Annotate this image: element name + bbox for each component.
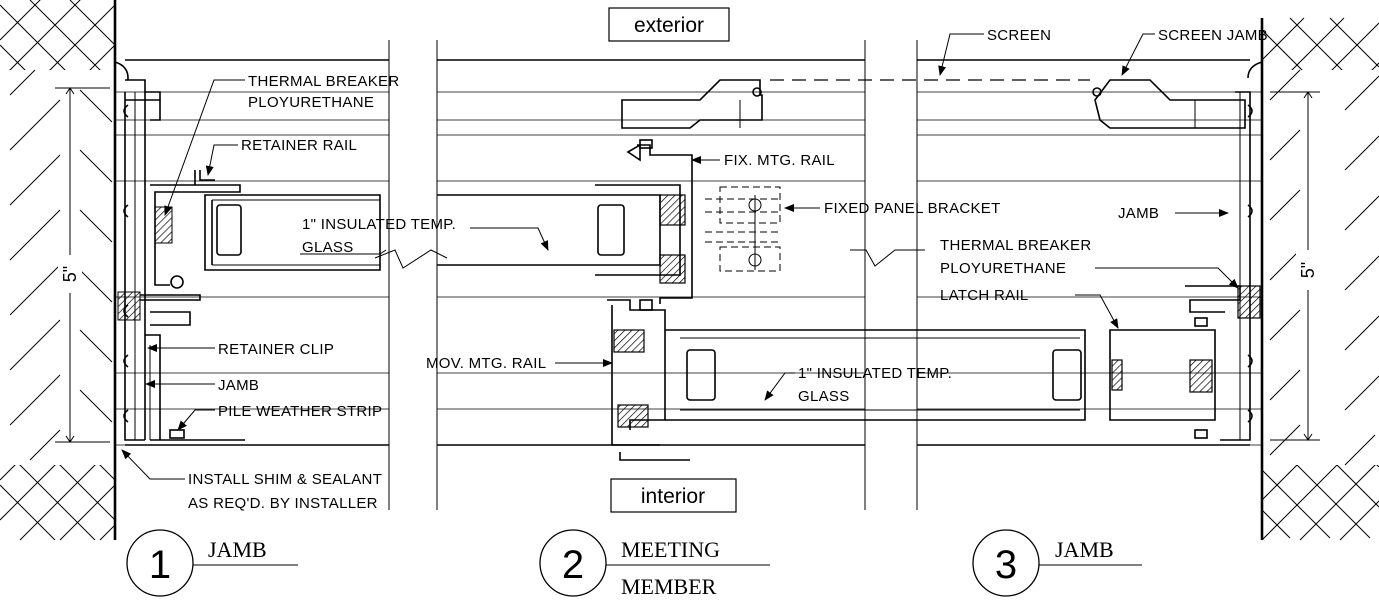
glass-right-label: 1" INSULATED TEMP. (798, 365, 952, 382)
left-wall-hatch-band (9, 69, 113, 461)
screen-jamb-label: SCREEN JAMB (1158, 27, 1268, 44)
jamb-right-label: JAMB (1118, 205, 1159, 222)
callout-1-number: 1 (149, 543, 171, 587)
callout-3: 3 JAMB (972, 529, 1142, 597)
callout-2-title: MEETING (621, 537, 720, 562)
frame-guide-lines (114, 59, 1263, 446)
callout-1-title: JAMB (208, 537, 267, 562)
glass-left-label: 1" INSULATED TEMP. (302, 216, 456, 233)
thermal-breaker-left-label: THERMAL BREAKER (248, 73, 399, 90)
detail-1-jamb (117, 79, 381, 441)
thermal-breaker-right-sublabel: PLOYURETHANE (940, 260, 1066, 277)
fix-mtg-rail-label: FIX. MTG. RAIL (724, 152, 835, 169)
exterior-text: exterior (634, 14, 704, 37)
exterior-label: exterior (608, 7, 730, 42)
right-wall (1260, 17, 1379, 541)
dimension-left: 5" (55, 87, 110, 443)
fixed-panel-bracket-label: FIXED PANEL BRACKET (824, 200, 1001, 217)
dimension-left-text: 5" (60, 266, 80, 282)
pile-weather-strip-label: PILE WEATHER STRIP (218, 403, 382, 420)
callout-1: 1 JAMB (126, 529, 298, 597)
retainer-rail-label: RETAINER RAIL (241, 137, 357, 154)
interior-text: interior (641, 485, 705, 508)
interior-label: interior (610, 478, 737, 513)
mov-mtg-rail-label: MOV. MTG. RAIL (426, 355, 546, 372)
thermal-breaker-right-label: THERMAL BREAKER (940, 237, 1091, 254)
install-shim-sublabel: AS REQ'D. BY INSTALLER (188, 495, 378, 512)
callout-3-title: JAMB (1055, 537, 1114, 562)
callout-2-number: 2 (562, 543, 584, 587)
callout-2: 2 MEETING MEMBER (539, 529, 770, 599)
callout-2-subtitle: MEMBER (621, 574, 717, 599)
latch-rail-label: LATCH RAIL (940, 287, 1029, 304)
detail-2-meeting-member (437, 79, 1086, 461)
screen-label: SCREEN (987, 27, 1051, 44)
detail-3-jamb (1092, 79, 1261, 441)
annotation-labels: THERMAL BREAKER PLOYURETHANE RETAINER RA… (188, 27, 1268, 512)
leader-lines (121, 33, 1239, 480)
glass-right-sublabel: GLASS (798, 388, 850, 405)
glass-left-sublabel: GLASS (302, 239, 354, 256)
callout-3-number: 3 (995, 543, 1017, 587)
jamb-left-label: JAMB (218, 377, 259, 394)
retainer-clip-label: RETAINER CLIP (218, 341, 334, 358)
thermal-breaker-left-sublabel: PLOYURETHANE (248, 94, 374, 111)
dimension-right: 5" (1270, 91, 1320, 441)
break-lines (374, 40, 925, 510)
install-shim-label: INSTALL SHIM & SEALANT (188, 471, 382, 488)
dimension-right-text: 5" (1298, 262, 1318, 278)
left-wall (0, 0, 117, 541)
